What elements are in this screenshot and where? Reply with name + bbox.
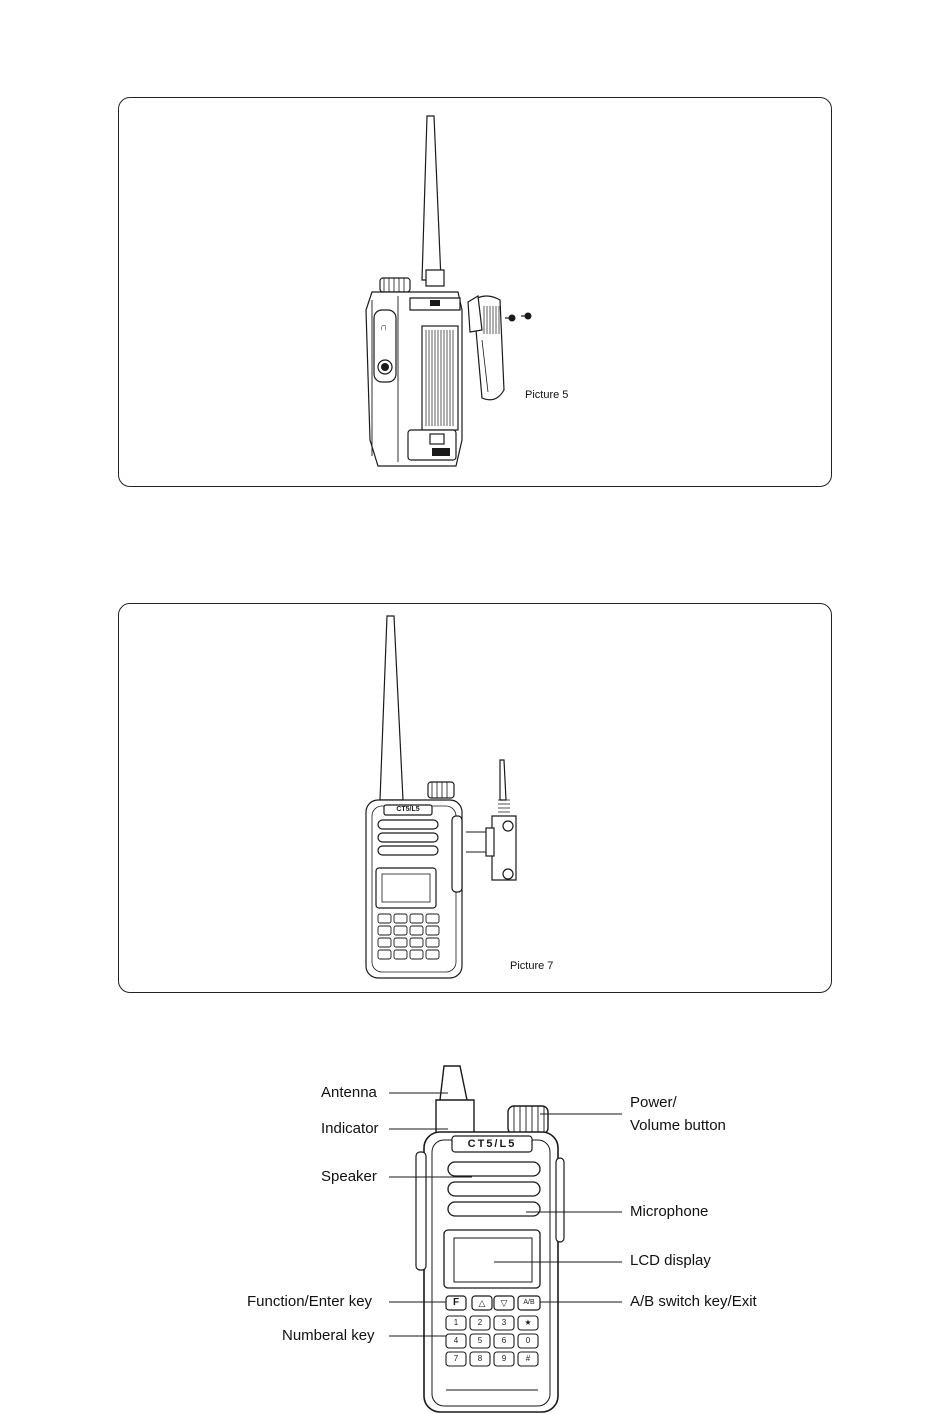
radio-front-view-small — [366, 616, 462, 978]
picture-7-caption: Picture 7 — [510, 960, 553, 972]
key-up[interactable]: △ — [472, 1296, 492, 1310]
radio-front-view-large — [416, 1066, 564, 1412]
key-hash[interactable]: # — [518, 1352, 538, 1366]
key-3[interactable]: 3 — [494, 1316, 514, 1330]
power-volume-label-line2: Volume button — [630, 1117, 726, 1135]
function-enter-key-label: Function/Enter key — [247, 1293, 372, 1311]
indicator-label: Indicator — [321, 1120, 379, 1138]
key-6[interactable]: 6 — [494, 1334, 514, 1348]
key-1[interactable]: 1 — [446, 1316, 466, 1330]
radio-logo-small: CT5/L5 — [384, 805, 432, 815]
clip-screws — [505, 313, 532, 322]
numberal-key-label: Numberal key — [282, 1327, 375, 1345]
svg-text:∩: ∩ — [380, 322, 387, 333]
key-ab[interactable]: A/B — [518, 1296, 540, 1310]
earpiece-plug — [466, 760, 516, 880]
key-star[interactable]: ★ — [518, 1316, 538, 1330]
picture-5-caption: Picture 5 — [525, 389, 568, 401]
key-7[interactable]: 7 — [446, 1352, 466, 1366]
ab-switch-key-label: A/B switch key/Exit — [630, 1293, 757, 1311]
radio-logo-large: CT5/L5 — [452, 1136, 532, 1152]
key-5[interactable]: 5 — [470, 1334, 490, 1348]
lcd-display-label: LCD display — [630, 1252, 711, 1270]
power-volume-label-line1: Power/ — [630, 1094, 677, 1112]
belt-clip — [468, 296, 504, 400]
key-0[interactable]: 0 — [518, 1334, 538, 1348]
key-down[interactable]: ▽ — [494, 1296, 514, 1310]
antenna-label: Antenna — [321, 1084, 377, 1102]
key-4[interactable]: 4 — [446, 1334, 466, 1348]
microphone-label: Microphone — [630, 1203, 708, 1221]
key-f[interactable]: F — [446, 1296, 466, 1310]
key-2[interactable]: 2 — [470, 1316, 490, 1330]
key-8[interactable]: 8 — [470, 1352, 490, 1366]
speaker-label: Speaker — [321, 1168, 377, 1186]
radio-side-view: ∩ — [366, 116, 462, 466]
key-9[interactable]: 9 — [494, 1352, 514, 1366]
